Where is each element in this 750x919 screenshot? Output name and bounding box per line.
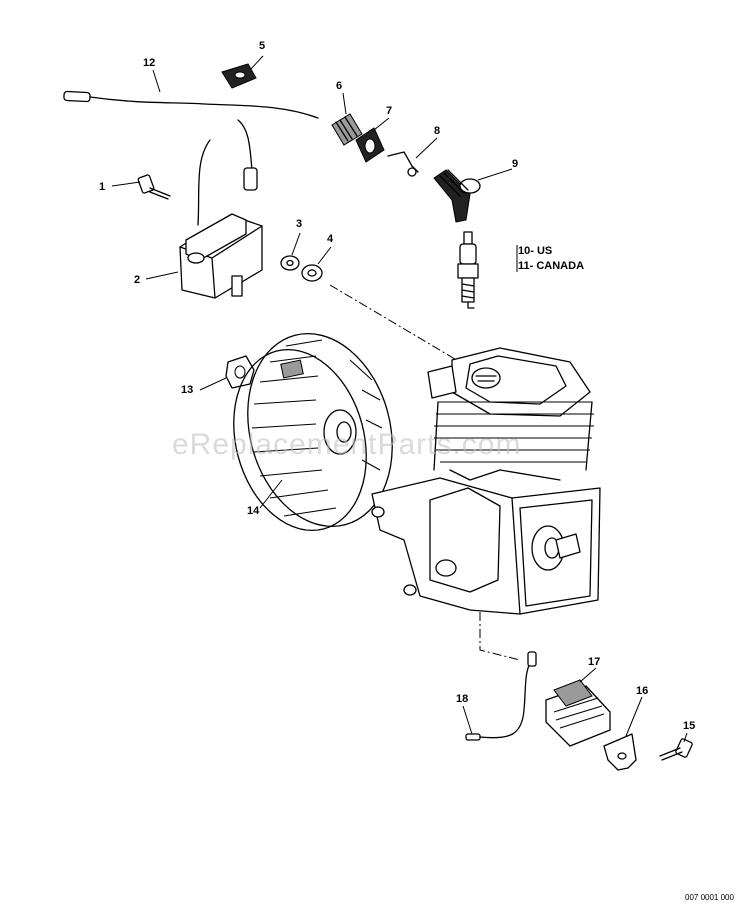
callout-1: 1 bbox=[99, 181, 106, 193]
part-4-nut bbox=[301, 264, 323, 282]
part-17-switch bbox=[545, 679, 611, 747]
callout-3: 3 bbox=[296, 218, 303, 230]
part-1-screw bbox=[137, 174, 171, 200]
part-3-washer bbox=[280, 255, 300, 271]
callout-18: 18 bbox=[456, 693, 469, 705]
engine-crankcase bbox=[371, 469, 601, 615]
part-18-stop-wire bbox=[465, 651, 537, 741]
part-12-lead-wire bbox=[63, 90, 319, 119]
callout-6: 6 bbox=[336, 80, 343, 92]
part-5-grommet bbox=[221, 63, 257, 89]
watermark: eReplacementParts.com bbox=[172, 428, 522, 461]
reference-code: 007 0001 000 bbox=[685, 893, 734, 902]
part-2-ignition-coil bbox=[179, 119, 263, 299]
part-14-flywheel bbox=[233, 332, 393, 532]
callout-15: 15 bbox=[683, 720, 696, 732]
engine-cylinder bbox=[427, 347, 594, 471]
note-canada: 11- CANADA bbox=[518, 260, 585, 272]
part-8-terminal bbox=[387, 151, 419, 177]
callout-17: 17 bbox=[588, 656, 601, 668]
callout-5: 5 bbox=[259, 40, 266, 52]
assembly-centerline bbox=[329, 284, 461, 363]
note-us: 10- US bbox=[518, 245, 553, 257]
part-9-plug-boot bbox=[433, 169, 481, 223]
callout-13: 13 bbox=[181, 384, 194, 396]
part-16-bracket bbox=[603, 733, 637, 771]
part-7-boot-seal bbox=[355, 127, 385, 163]
callout-12: 12 bbox=[143, 57, 156, 69]
callout-7: 7 bbox=[386, 105, 393, 117]
leader-lines bbox=[111, 55, 688, 743]
callout-2: 2 bbox=[134, 274, 141, 286]
callout-4: 4 bbox=[327, 233, 334, 245]
callout-14: 14 bbox=[247, 505, 260, 517]
callout-16: 16 bbox=[636, 685, 649, 697]
part-15-screw bbox=[659, 738, 693, 761]
part-10-11-spark-plug bbox=[457, 231, 479, 309]
part-6-spring bbox=[331, 113, 363, 146]
part-13-nut bbox=[225, 355, 255, 389]
callout-9: 9 bbox=[512, 158, 519, 170]
callout-8: 8 bbox=[434, 125, 441, 137]
